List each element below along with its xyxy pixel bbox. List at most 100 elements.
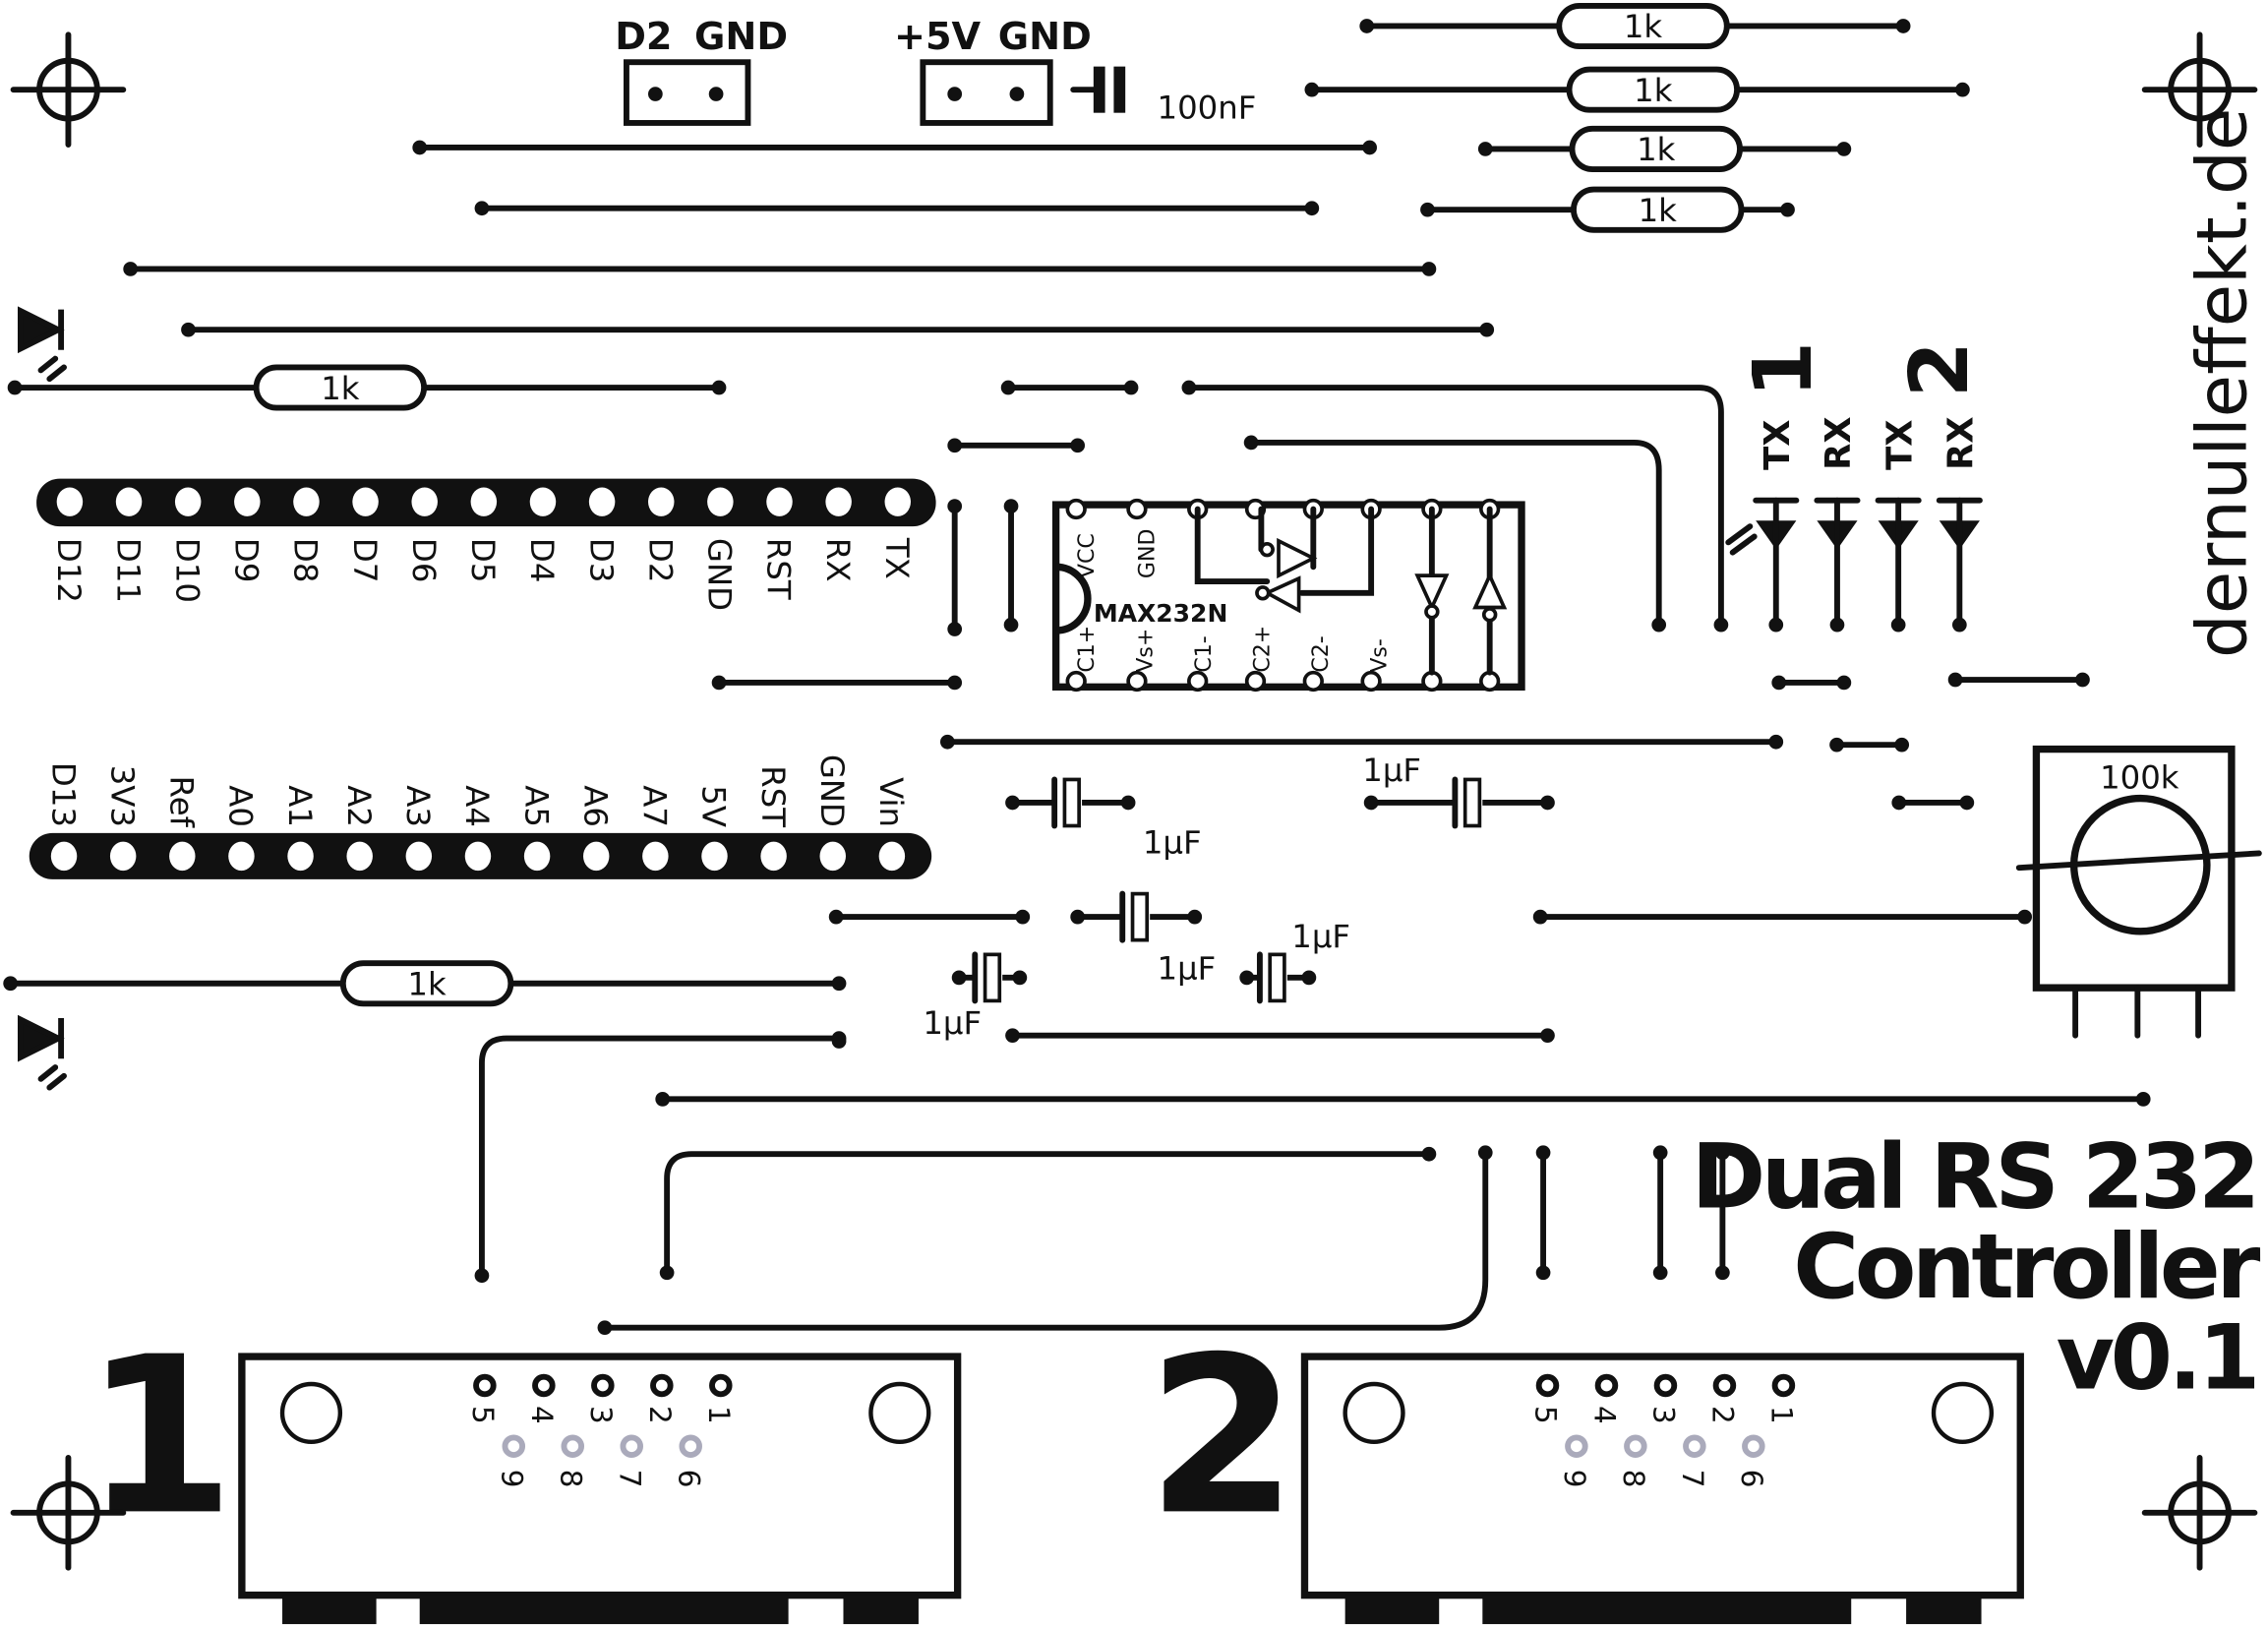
via [1771, 675, 1787, 691]
ic-pin [1360, 670, 1382, 693]
connector-foot [1344, 1595, 1440, 1625]
pin-number: 5 [1529, 1406, 1563, 1424]
via [1070, 909, 1086, 925]
resistor-body [1566, 66, 1741, 113]
trace [1185, 385, 1724, 629]
via [1000, 380, 1016, 395]
pin-hole [523, 841, 551, 872]
led-group-2-label: 2 [1893, 341, 1987, 397]
resistor-label: 1k [1634, 72, 1673, 109]
pin [1712, 1373, 1737, 1398]
title-line-1: Dual RS 232 [1692, 1125, 2256, 1230]
via [1003, 499, 1019, 513]
potentiometer-100k: 100k [2015, 745, 2262, 1039]
via [1359, 19, 1375, 33]
via [1421, 262, 1437, 276]
via [1421, 1146, 1437, 1162]
via [1951, 617, 1967, 633]
via [711, 380, 727, 395]
via [1652, 1265, 1668, 1281]
capacitor-plate [1130, 891, 1150, 942]
via [1362, 140, 1377, 155]
resistor-body [253, 364, 428, 411]
pin-hole [115, 487, 143, 516]
pin-label: D9 [228, 538, 266, 582]
connector-number: 1 [84, 1310, 234, 1563]
registration-mark-icon [2141, 1455, 2258, 1571]
pin [679, 1434, 702, 1458]
resistor-label: 1k [1637, 131, 1676, 168]
via [1890, 617, 1906, 633]
pin-label: D3 [582, 538, 620, 582]
via [951, 970, 967, 986]
pin-hole [529, 487, 557, 516]
pin-number: 9 [1558, 1470, 1591, 1488]
via [1894, 737, 1910, 753]
website-label: dernulleffekt.de [2181, 108, 2263, 658]
trace [1248, 439, 1662, 629]
pin [1594, 1373, 1619, 1398]
ic-pin [1187, 670, 1209, 693]
via [1651, 617, 1667, 633]
pin-label: RST [754, 765, 792, 827]
pin-label: Ref [163, 776, 201, 828]
via [1652, 1145, 1668, 1161]
trace [478, 1035, 843, 1279]
potentiometer-label: 100k [2100, 758, 2179, 796]
capacitor-100nf: 100nF [1070, 66, 1256, 127]
via [1479, 322, 1495, 337]
via [655, 1092, 671, 1107]
led-arrows [1725, 523, 1758, 556]
via [123, 262, 139, 276]
via [1540, 795, 1555, 811]
via [1836, 675, 1852, 691]
pin-hole [582, 841, 610, 872]
pin-hole [760, 841, 787, 872]
pin [473, 1373, 497, 1398]
pin [561, 1434, 585, 1458]
via [2135, 1092, 2151, 1107]
pin-hole [878, 841, 906, 872]
pin-number: 9 [496, 1470, 529, 1488]
pin-hole [884, 487, 911, 516]
pin-label: A3 [399, 785, 437, 827]
pin-label: D4 [523, 538, 561, 582]
via [1070, 438, 1086, 453]
via [1836, 142, 1852, 156]
ic-pin-label: GND [1136, 529, 1161, 579]
pin-hole [346, 841, 373, 872]
capacitor-label: 1µF [923, 1004, 982, 1042]
via [1947, 672, 1963, 688]
pin-hole [470, 487, 498, 516]
resistor-body [339, 960, 514, 1007]
pin-label: TX [878, 537, 916, 579]
pin-label: D6 [405, 538, 443, 582]
via [1003, 617, 1019, 633]
via [1540, 1028, 1555, 1044]
pin-number: 4 [1588, 1406, 1622, 1424]
resistor-label: 1k [1639, 192, 1678, 229]
header-label: GND [998, 16, 1092, 59]
capacitor-label: 1µF [1362, 752, 1421, 789]
pin [1683, 1434, 1706, 1458]
via [1301, 970, 1317, 986]
registration-mark-icon [2141, 31, 2258, 148]
resistor-body [1569, 125, 1743, 172]
via [1363, 795, 1379, 811]
pin-hole [352, 487, 379, 516]
pin [532, 1373, 556, 1398]
via [7, 380, 23, 395]
pin-label: A2 [340, 785, 378, 827]
ic-pin [1065, 498, 1087, 520]
header-label: D2 [615, 16, 672, 59]
via [1243, 435, 1259, 451]
ic-pin-label: C2+ [1250, 626, 1275, 673]
board-title: Dual RS 232 Controller v0.1 [1692, 1125, 2265, 1411]
via [1181, 380, 1197, 395]
via [659, 1265, 675, 1281]
pin-number: 6 [672, 1470, 705, 1488]
